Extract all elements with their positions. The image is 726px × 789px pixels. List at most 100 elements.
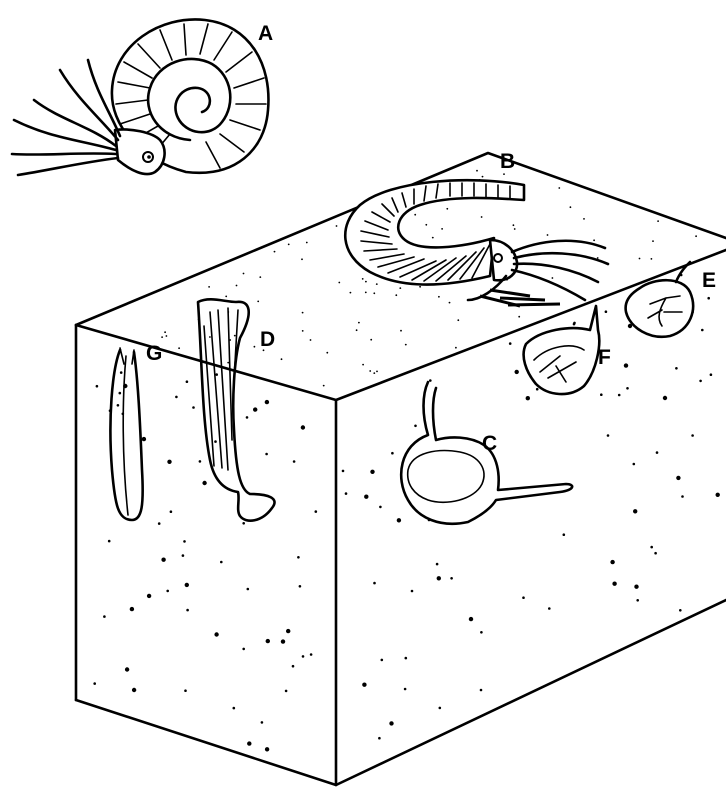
stipple-dot bbox=[181, 554, 185, 557]
stipple-dot bbox=[414, 213, 417, 216]
form-e-outline bbox=[624, 278, 695, 339]
stipple-dot bbox=[438, 295, 440, 298]
label-d: D bbox=[260, 328, 275, 351]
stipple-dot bbox=[627, 323, 633, 329]
ammonite-a-ribs bbox=[115, 23, 267, 169]
form-e-stalk bbox=[674, 260, 692, 284]
stipple-dot bbox=[676, 475, 681, 481]
stipple-dot bbox=[273, 250, 276, 253]
stipple-dot bbox=[679, 609, 682, 612]
stipple-dot bbox=[107, 539, 111, 543]
stipple-dot bbox=[220, 560, 223, 564]
stipple-dot bbox=[214, 440, 217, 443]
stipple-dot bbox=[503, 173, 505, 176]
stipple-dot bbox=[558, 187, 561, 189]
stipple-dot bbox=[184, 689, 187, 692]
stipple-dot bbox=[185, 380, 189, 384]
stipple-dot bbox=[215, 373, 218, 376]
stipple-dot bbox=[373, 292, 376, 295]
ammonite-a bbox=[10, 18, 270, 177]
stipple-dot bbox=[657, 220, 659, 223]
stipple-dot bbox=[131, 687, 137, 693]
stipple-dot bbox=[309, 653, 313, 656]
stipple-dot bbox=[305, 241, 308, 244]
heteromorph-b-eye bbox=[493, 253, 503, 263]
burrow-c-chamber bbox=[406, 449, 485, 504]
stipple-dot bbox=[124, 667, 130, 672]
stipple-dot bbox=[655, 451, 659, 454]
stipple-dot bbox=[242, 647, 245, 651]
label-f: F bbox=[598, 346, 611, 369]
stipple-dot bbox=[301, 655, 305, 658]
stipple-dot bbox=[632, 462, 636, 466]
stipple-dot bbox=[298, 585, 302, 588]
stipple-dot bbox=[701, 328, 704, 332]
stipple-dot bbox=[455, 346, 457, 349]
stipple-dot bbox=[546, 234, 549, 236]
stipple-dot bbox=[259, 276, 262, 278]
stipple-dot bbox=[662, 395, 668, 401]
stipple-dot bbox=[617, 393, 621, 397]
stipple-dot bbox=[404, 343, 407, 346]
stipple-dot bbox=[246, 587, 250, 591]
stipple-dot bbox=[103, 615, 106, 618]
form-f-inner bbox=[533, 345, 585, 383]
stipple-dot bbox=[626, 387, 629, 390]
stipple-dot bbox=[379, 505, 382, 509]
stipple-dot bbox=[650, 545, 653, 549]
stipple-dot bbox=[129, 606, 135, 612]
stipple-dot bbox=[606, 434, 610, 437]
stipple-dot bbox=[691, 434, 694, 437]
stipple-dot bbox=[468, 616, 474, 622]
stipple-dot bbox=[338, 281, 341, 284]
stipple-dot bbox=[583, 218, 585, 220]
stipple-dot bbox=[610, 559, 615, 565]
stipple-dot bbox=[476, 169, 478, 172]
stipple-dot bbox=[297, 556, 300, 559]
stipple-dot bbox=[596, 257, 599, 259]
stipple-dot bbox=[612, 581, 617, 586]
stipple-dot bbox=[410, 589, 414, 593]
stipple-dot bbox=[376, 370, 378, 373]
stipple-dot bbox=[403, 687, 407, 691]
stipple-dot bbox=[161, 336, 164, 338]
stipple-dot bbox=[284, 689, 288, 693]
stipple-dot bbox=[512, 224, 515, 227]
stipple-dot bbox=[183, 540, 186, 543]
burrow-c-outline bbox=[399, 380, 574, 526]
stipple-dot bbox=[286, 628, 291, 634]
label-a: A bbox=[258, 22, 273, 45]
stipple-dot bbox=[699, 379, 702, 383]
stipple-dot bbox=[391, 451, 394, 455]
stipple-dot bbox=[141, 436, 147, 442]
stipple-dot bbox=[198, 460, 202, 463]
ammonite-a-tentacles bbox=[10, 58, 122, 177]
burrow-g-inner bbox=[122, 355, 129, 516]
ammonite-a-coil bbox=[146, 57, 232, 142]
stipple-dot bbox=[157, 522, 161, 525]
label-b: B bbox=[500, 150, 515, 173]
block-bottom-edge bbox=[74, 598, 726, 787]
stipple-dot bbox=[362, 363, 364, 366]
stipple-dot bbox=[481, 175, 484, 178]
stipple-dot bbox=[362, 682, 367, 687]
stipple-dot bbox=[436, 576, 441, 581]
stipple-dot bbox=[404, 656, 408, 660]
stipple-dot bbox=[654, 551, 657, 555]
stipple-dot bbox=[373, 372, 376, 374]
stipple-dot bbox=[389, 721, 394, 726]
stipple-dot bbox=[535, 387, 539, 391]
stipple-dot bbox=[314, 510, 318, 513]
block-top-surface bbox=[74, 151, 726, 327]
ammonite-a-eye bbox=[142, 151, 154, 163]
stipple-dot bbox=[480, 631, 483, 634]
stipple-dot bbox=[650, 258, 653, 260]
stipple-dot bbox=[438, 706, 442, 710]
stipple-dot bbox=[95, 384, 99, 388]
trace-d-outline bbox=[196, 298, 276, 522]
stipple-dot bbox=[569, 206, 572, 209]
stipple-dot bbox=[446, 207, 449, 210]
stipple-dot bbox=[695, 235, 697, 238]
stipple-dot bbox=[518, 315, 521, 318]
stipple-dot bbox=[604, 310, 608, 314]
